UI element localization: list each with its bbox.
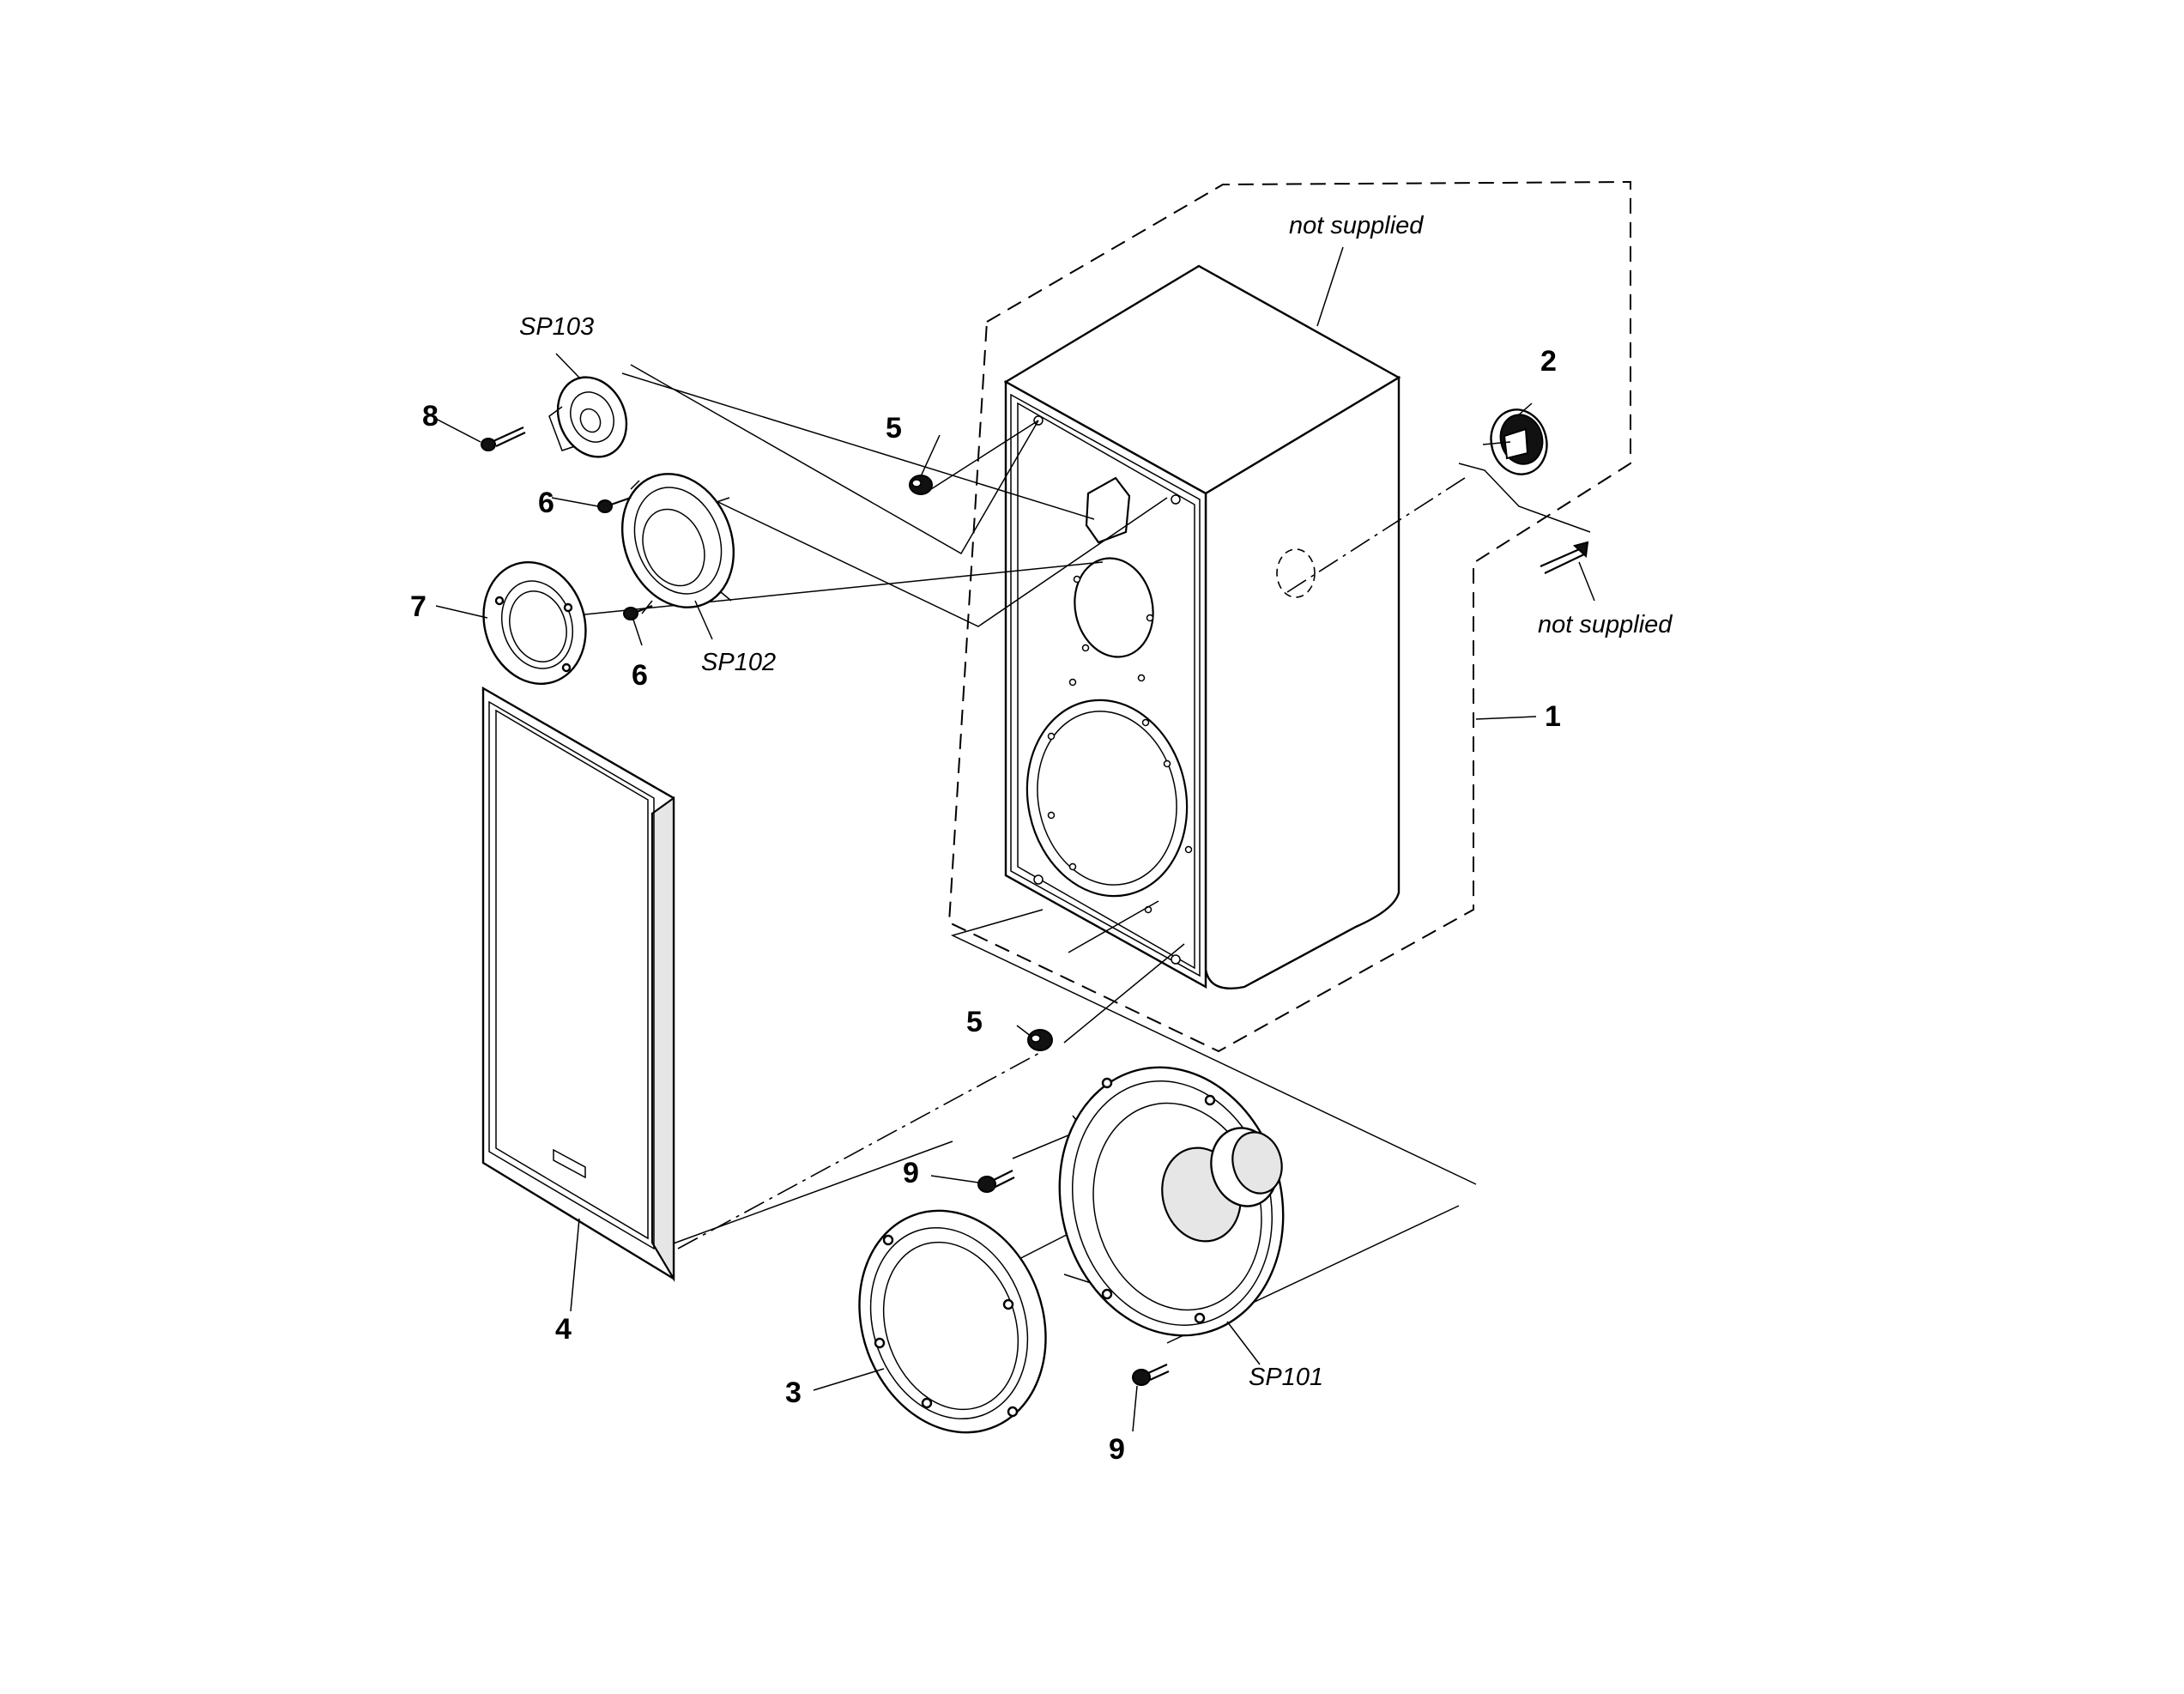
callout-6-upper: 6 [538, 487, 554, 519]
callout-5-lower: 5 [966, 1006, 983, 1038]
woofer-sp101 [1058, 1066, 1285, 1337]
screw-8 [481, 426, 526, 451]
callout-7: 7 [410, 590, 427, 623]
trim-ring-7 [482, 561, 587, 685]
front-grille-4 [481, 686, 675, 1282]
screw-5-upper [909, 475, 933, 495]
callout-4: 4 [555, 1313, 572, 1346]
terminal-2 [1490, 408, 1548, 475]
callout-9-upper: 9 [903, 1157, 919, 1189]
callout-1: 1 [1545, 700, 1561, 733]
tweeter-sp103 [548, 376, 628, 458]
cabinet-tweeter-opening [1085, 476, 1131, 544]
note-cabinet-not-supplied: not supplied [1289, 212, 1424, 239]
callout-5-upper: 5 [886, 412, 902, 445]
ref-sp102: SP102 [701, 649, 776, 676]
screw-5-lower [1027, 1029, 1053, 1051]
callout-9-lower: 9 [1109, 1433, 1125, 1466]
callout-3: 3 [785, 1376, 802, 1409]
midrange-sp102 [620, 473, 735, 614]
callout-6-lower: 6 [632, 659, 648, 692]
wire-end [1540, 541, 1589, 574]
ref-sp101: SP101 [1249, 1364, 1323, 1391]
screw-9-upper [977, 1170, 1015, 1193]
cabinet-terminal-opening [1276, 548, 1316, 598]
screw-9-lower [1132, 1363, 1170, 1386]
note-wire-not-supplied: not supplied [1538, 611, 1673, 638]
speaker-cabinet [1003, 264, 1401, 989]
ref-sp103: SP103 [519, 313, 594, 341]
callout-leaders [435, 246, 1595, 1432]
screw-6-lower [623, 604, 653, 620]
cabinet-woofer-opening [1025, 699, 1189, 898]
woofer-trim-ring-3 [858, 1209, 1047, 1434]
item-1-boundary [947, 180, 1631, 1053]
cabinet-midrange-opening [1074, 557, 1154, 658]
callout-8: 8 [422, 400, 439, 433]
callout-2: 2 [1540, 345, 1557, 378]
